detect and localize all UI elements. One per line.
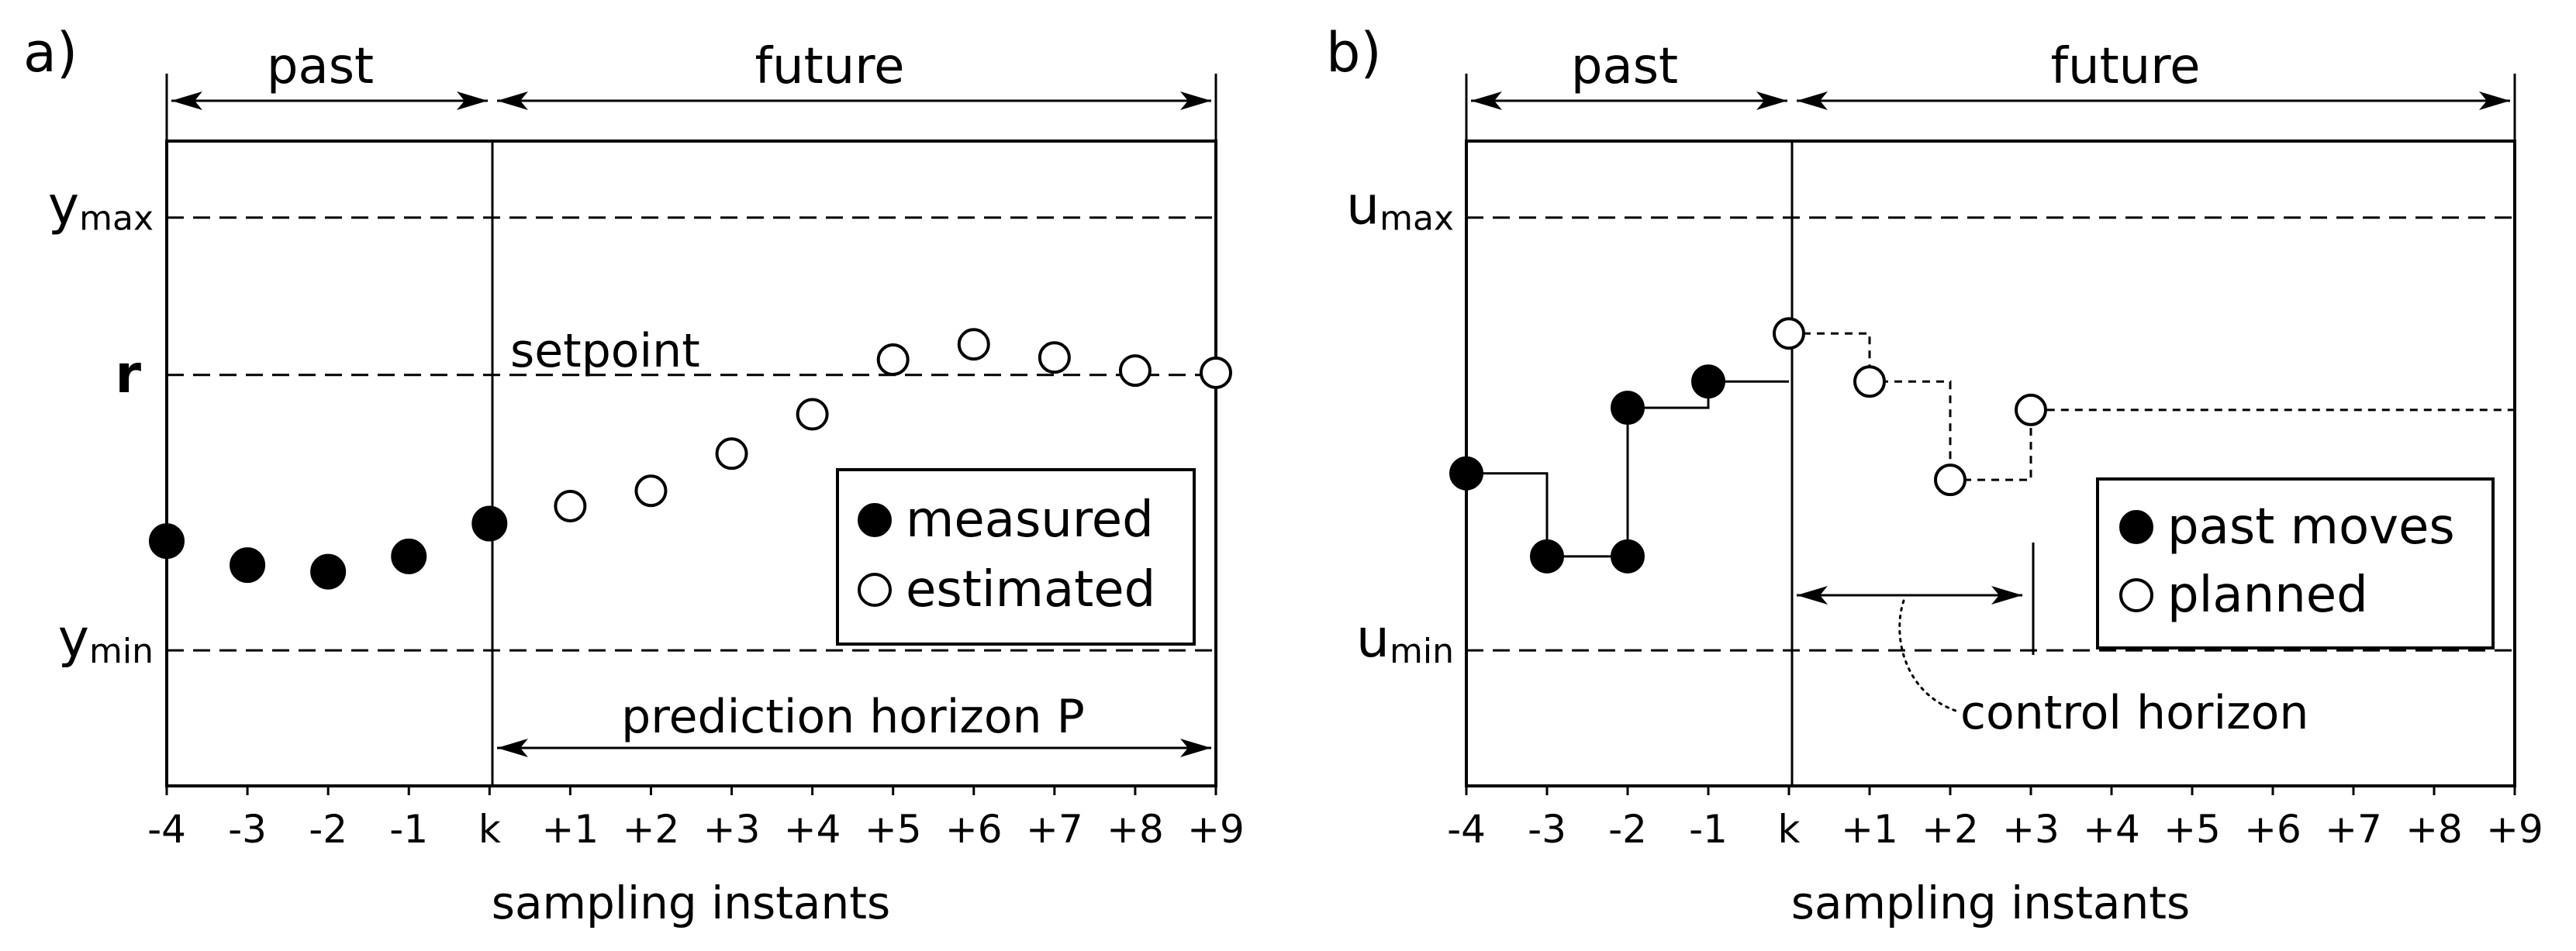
panel-a-estimated-point: [1038, 341, 1071, 374]
panel-a-measured-point: [471, 505, 508, 542]
panel-a-x-tick-label: +6: [945, 807, 1003, 852]
panel-a-estimated-point: [957, 328, 990, 361]
panel-a-label: a): [23, 21, 78, 84]
panel-a-ymin-sub: min: [89, 632, 154, 671]
panel-a-r-label: r: [115, 344, 141, 405]
panel-b-x-tick-label: +3: [2002, 807, 2060, 852]
panel-a-x-tick-label: +7: [1026, 807, 1083, 852]
panel-a-future-label: future: [754, 38, 904, 95]
panel-a-x-axis-label: sampling instants: [492, 877, 890, 929]
panel-a-measured-point: [149, 523, 185, 560]
panel-a: a) past future ymax r ymin setpoint meas…: [23, 21, 1245, 929]
panel-b-x-tick-label: +2: [1922, 807, 1979, 852]
panel-b-legend-filled-marker: [2119, 510, 2153, 544]
panel-b-x-ticks: -4 -3 -2 -1 k +1 +2 +3 +4 +5 +6 +7 +8 +9: [1447, 786, 2543, 852]
panel-b-planned-step-line: [1789, 332, 2515, 481]
panel-a-ymin-label: ymin: [58, 608, 154, 671]
panel-b-umax-sub: max: [1380, 199, 1454, 239]
panel-b-x-axis-label: sampling instants: [1791, 877, 2190, 929]
panel-b-past-move-point: [1611, 539, 1645, 574]
panel-b-x-tick-label: -4: [1447, 807, 1486, 852]
panel-a-ymin-main: y: [58, 608, 89, 670]
panel-b-past-move-point: [1530, 539, 1564, 574]
panel-b-control-horizon-label: control horizon: [1960, 686, 2308, 740]
panel-a-ymax-sub: max: [79, 199, 154, 239]
panel-a-past-label: past: [267, 38, 374, 95]
panel-b-umax-label: umax: [1346, 176, 1454, 239]
panel-b-x-tick-label: +4: [2083, 807, 2140, 852]
panel-a-measured-point: [310, 553, 347, 590]
panel-b-x-tick-label: -1: [1689, 807, 1728, 852]
panel-b-umin-main: u: [1356, 608, 1390, 670]
panel-b-x-tick-label: +5: [2163, 807, 2221, 852]
panel-a-estimated-point: [796, 398, 829, 431]
panel-b: b) past future umax umin control horizon…: [1326, 21, 2543, 929]
panel-b-x-tick-label: +7: [2325, 807, 2382, 852]
panel-b-x-tick-label: -3: [1528, 807, 1566, 852]
panel-a-x-tick-label: -4: [147, 807, 186, 852]
panel-a-x-tick-label: +4: [784, 807, 841, 852]
panel-b-planned-point: [1934, 463, 1967, 497]
panel-a-ymax-label: ymax: [48, 176, 154, 239]
panel-a-legend: [836, 468, 1196, 646]
panel-b-future-label: future: [2050, 38, 2200, 95]
panel-b-x-tick-label: +1: [1841, 807, 1898, 852]
panel-a-x-tick-label: -1: [389, 807, 428, 852]
panel-b-past-label: past: [1571, 38, 1678, 95]
panel-a-legend-hollow-label: estimated: [906, 561, 1155, 618]
panel-b-x-tick-label: +6: [2244, 807, 2301, 852]
panel-b-legend-filled-label: past moves: [2167, 498, 2455, 556]
panel-b-past-move-point: [1611, 391, 1645, 426]
panel-a-x-tick-label: +3: [703, 807, 761, 852]
panel-a-estimated-point: [554, 489, 587, 522]
panel-a-points: [149, 328, 1232, 590]
panel-a-x-ticks: -4 -3 -2 -1 k +1 +2 +3 +4 +5 +6 +7 +8 +9: [147, 786, 1245, 852]
panel-a-x-tick-label: -3: [228, 807, 267, 852]
panel-a-ymax-main: y: [48, 176, 79, 237]
panel-a-x-tick-label: +9: [1187, 807, 1245, 852]
panel-a-x-tick-label: -2: [309, 807, 347, 852]
panel-b-control-horizon-leader: [1898, 599, 1960, 713]
panel-a-setpoint-text: setpoint: [510, 324, 700, 378]
panel-a-x-tick-label: +1: [542, 807, 599, 852]
panel-b-x-tick-label: +8: [2405, 807, 2463, 852]
panel-b-past-move-point: [1691, 364, 1725, 399]
panel-a-x-tick-label: +5: [865, 807, 922, 852]
panel-b-x-tick-label: -2: [1608, 807, 1647, 852]
panel-a-estimated-point: [1118, 354, 1152, 388]
panel-a-measured-point: [230, 547, 266, 584]
panel-a-estimated-point: [1200, 356, 1232, 389]
panel-b-x-tick-label: +9: [2486, 807, 2543, 852]
panel-a-x-tick-label: +2: [623, 807, 680, 852]
panel-a-x-tick-label: k: [478, 807, 501, 852]
panel-a-legend-filled-label: measured: [906, 491, 1154, 549]
panel-b-umax-main: u: [1346, 176, 1380, 237]
panel-b-legend: [2096, 477, 2495, 650]
panel-b-x-tick-label: k: [1778, 807, 1801, 852]
panel-b-legend-hollow-label: planned: [2167, 567, 2368, 624]
panel-a-legend-filled-marker: [858, 503, 892, 537]
panel-a-legend-hollow-marker: [858, 573, 892, 607]
panel-b-points: [1449, 317, 2047, 574]
panel-a-estimated-point: [634, 474, 668, 508]
panel-b-umin-label: umin: [1356, 608, 1454, 671]
panel-b-planned-point: [2015, 393, 2047, 426]
panel-b-legend-hollow-marker: [2119, 578, 2153, 612]
panel-a-prediction-horizon-label: prediction horizon P: [621, 690, 1085, 744]
panel-b-umin-sub: min: [1390, 632, 1454, 671]
panel-a-x-tick-label: +8: [1107, 807, 1164, 852]
panel-b-planned-point: [1773, 317, 1805, 350]
panel-b-label: b): [1326, 21, 1382, 84]
panel-a-estimated-point: [715, 437, 748, 470]
panel-a-measured-point: [391, 538, 427, 574]
panel-a-frame: [165, 140, 1217, 787]
panel-a-estimated-point: [876, 343, 910, 377]
panel-b-planned-point: [1853, 365, 1886, 398]
panel-b-past-move-point: [1449, 456, 1483, 491]
